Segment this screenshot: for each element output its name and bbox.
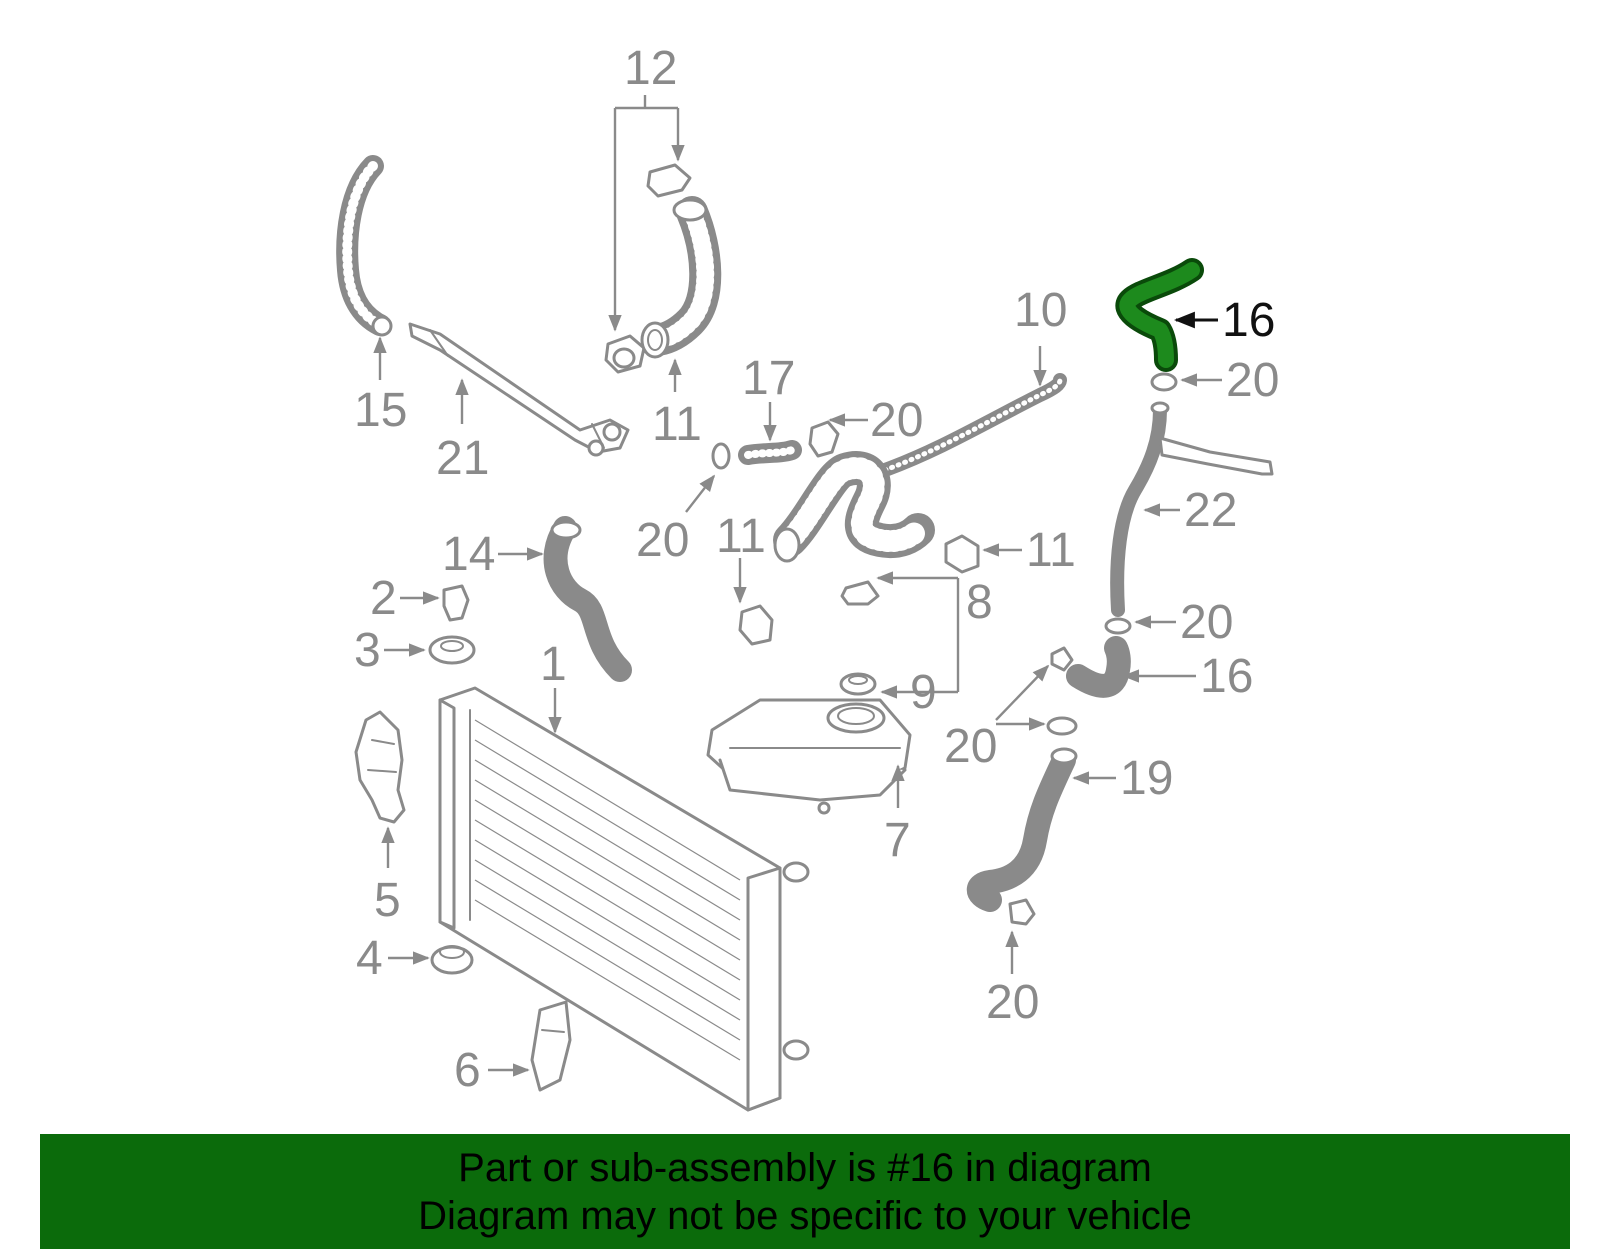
part-22-pipe	[1110, 401, 1274, 617]
part-19-hose	[967, 747, 1078, 926]
banner-line-1: Part or sub-assembly is #16 in diagram	[458, 1146, 1152, 1190]
part-6-bracket	[530, 1000, 572, 1092]
part-13-clamps	[604, 163, 692, 374]
label-20-a: 20	[870, 394, 923, 447]
label-21: 21	[436, 432, 489, 485]
label-20-e: 20	[944, 720, 997, 773]
label-20-d: 20	[1180, 596, 1233, 649]
part-7-expansion-tank	[706, 698, 912, 815]
label-11-left: 11	[716, 510, 766, 563]
banner-line-2: Diagram may not be specific to your vehi…	[418, 1194, 1192, 1238]
part-20-clamp-right-top	[1150, 372, 1178, 392]
label-12: 11	[652, 398, 702, 451]
part-17-elbow	[1046, 617, 1132, 736]
part-21-pipe	[408, 322, 630, 457]
part-10-hose	[773, 373, 1067, 563]
label-6: 6	[454, 1044, 481, 1097]
part-11-clamps	[738, 534, 980, 646]
label-8: 8	[966, 576, 993, 629]
label-4: 4	[356, 932, 383, 985]
part-1-radiator	[438, 686, 810, 1112]
part-20-clamps-upper	[711, 420, 840, 470]
label-9: 9	[910, 666, 937, 719]
part-14-hose	[543, 516, 632, 682]
label-5: 5	[374, 874, 401, 927]
label-17: 16	[1200, 650, 1253, 703]
label-11-right: 11	[1026, 524, 1076, 577]
label-20-c: 20	[1226, 354, 1279, 407]
part-16-highlighted-hose	[1115, 258, 1204, 372]
label-14: 14	[442, 528, 495, 581]
label-2: 2	[370, 572, 397, 625]
label-7: 7	[884, 814, 911, 867]
label-1: 1	[540, 638, 567, 691]
label-16: 16	[1222, 294, 1275, 347]
label-20-b: 20	[636, 514, 689, 567]
part-12-hose	[640, 196, 722, 359]
label-3: 3	[354, 624, 381, 677]
part-5-bracket	[354, 710, 406, 824]
label-20-f: 20	[986, 976, 1039, 1029]
callout-labels: 12 15 21 11 17 20 20 11 10 16 20 22 11 8…	[354, 42, 1279, 1097]
part-15-hose	[336, 155, 393, 337]
label-19: 19	[1120, 752, 1173, 805]
label-15: 15	[354, 384, 407, 437]
leader-lines	[373, 95, 1222, 1077]
label-13: 12	[624, 42, 677, 95]
label-18: 17	[742, 352, 795, 405]
part-2-3-caps	[428, 584, 476, 665]
part-4-cap	[430, 945, 474, 975]
part-8-9-caps	[839, 580, 880, 696]
label-22: 22	[1184, 484, 1237, 537]
label-10: 10	[1014, 284, 1067, 337]
info-banner: Part or sub-assembly is #16 in diagram D…	[40, 1134, 1570, 1249]
part-18-hose	[738, 440, 802, 465]
